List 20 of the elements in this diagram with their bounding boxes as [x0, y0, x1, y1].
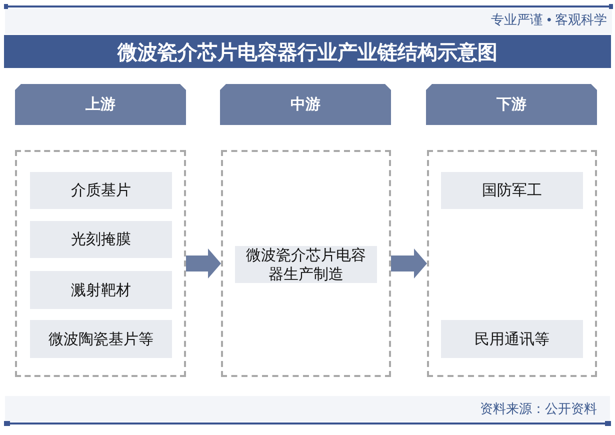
item-label: 溅射靶材	[71, 280, 131, 300]
title-bar: 微波瓷介芯片电容器行业产业链结构示意图	[4, 35, 611, 68]
tagline-text: 专业严谨 • 客观科学	[491, 11, 607, 29]
stage-label: 中游	[290, 97, 320, 112]
item-label: 民用通讯等	[474, 330, 550, 348]
stage-header	[15, 84, 186, 125]
item-label: 国防军工	[482, 181, 542, 200]
stage-header	[426, 84, 597, 125]
item-label: 光刻掩膜	[71, 230, 131, 249]
stage-label: 上游	[86, 97, 116, 112]
source-note: 资料来源：公开资料	[480, 400, 597, 418]
stage-header	[220, 84, 391, 125]
item-label: 微波陶瓷基片等	[48, 330, 154, 348]
dashed-frame	[427, 150, 597, 377]
flow-arrow	[186, 248, 221, 278]
item-label: 微波瓷介芯片电容器生产制造	[245, 246, 367, 284]
dashed-frame	[221, 150, 391, 377]
stage-label: 下游	[496, 97, 526, 112]
item-label: 介质基片	[71, 181, 131, 200]
dashed-frame	[15, 150, 186, 377]
